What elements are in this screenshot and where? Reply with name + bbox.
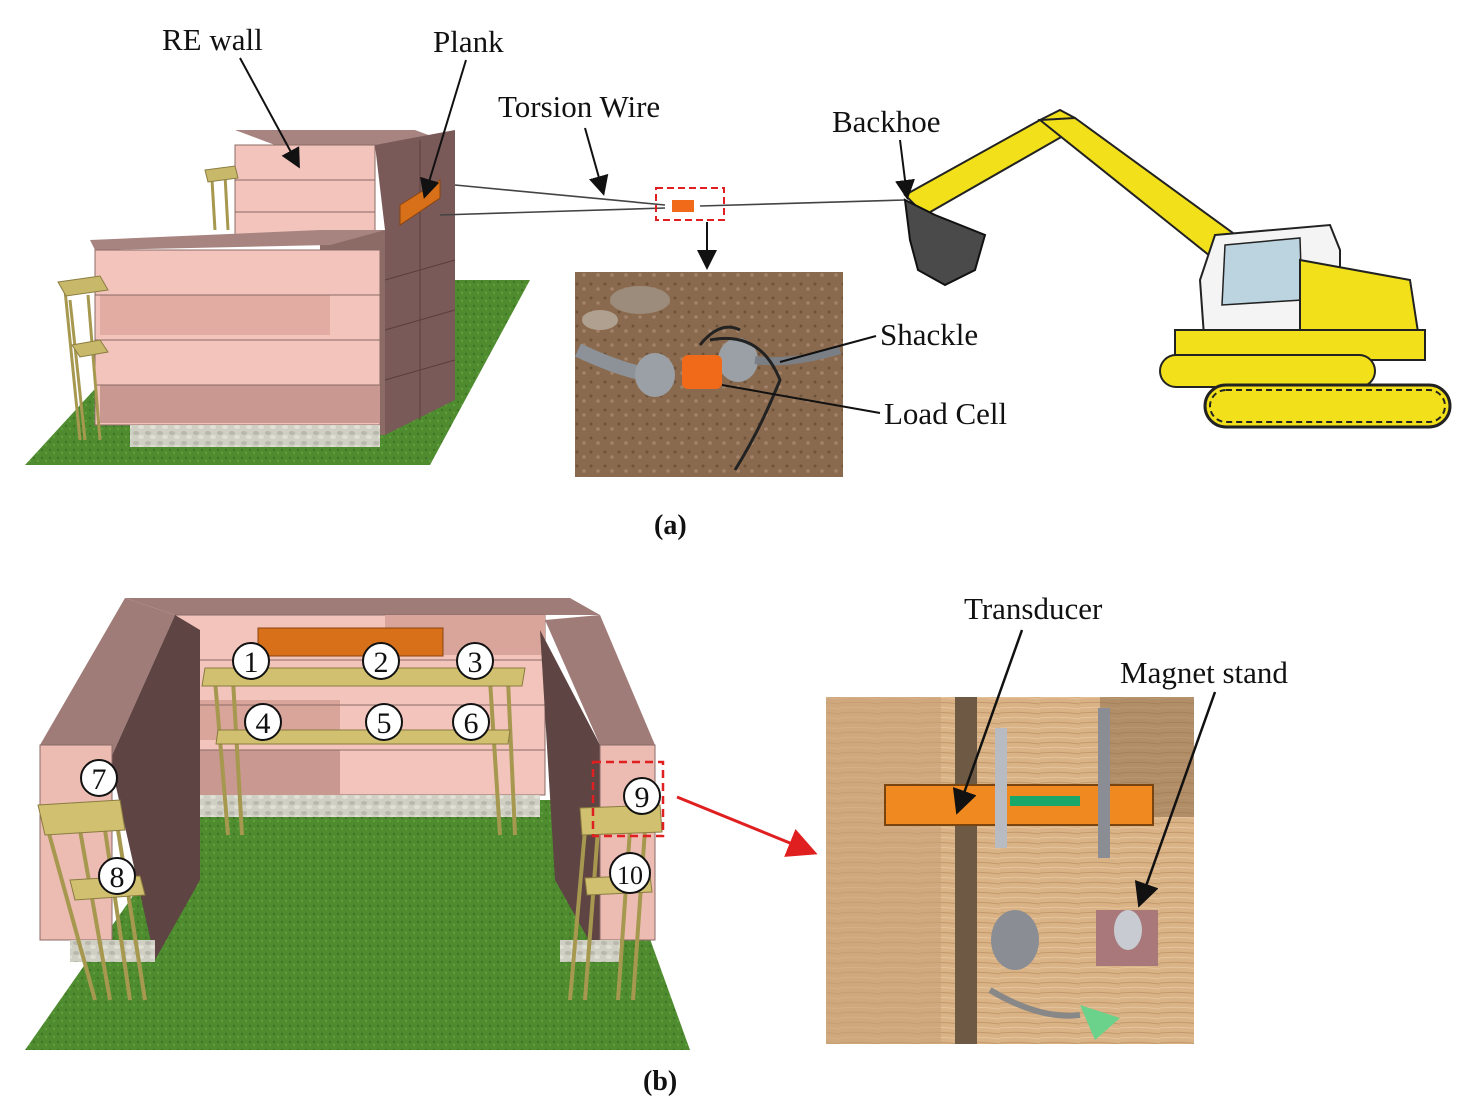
arrow-magnet-stand	[1134, 691, 1217, 908]
load-cell-small	[672, 200, 694, 212]
arrow-re-wall	[239, 57, 300, 169]
highlight-box-a	[655, 187, 725, 221]
caption-b: (b)	[643, 1066, 677, 1097]
label-re-wall: RE wall	[162, 22, 263, 57]
photo-shackle-loadcell	[574, 272, 843, 477]
arrow-to-photo-b	[676, 795, 818, 857]
label-transducer: Transducer	[964, 591, 1103, 626]
label-plank: Plank	[433, 24, 504, 59]
marker-4: 4	[244, 703, 282, 741]
svg-text:10: 10	[617, 861, 643, 890]
label-load-cell: Load Cell	[884, 396, 1007, 431]
arrow-transducer	[952, 629, 1024, 815]
marker-2: 2	[362, 642, 400, 680]
arrow-backhoe	[895, 139, 915, 200]
panel-b: 1 2 3 4 5 6 7 8 9 10 Transducer	[25, 591, 1288, 1097]
label-torsion-wire: Torsion Wire	[498, 89, 660, 124]
marker-10: 10	[609, 852, 651, 894]
highlight-box-b	[591, 760, 665, 838]
svg-text:7: 7	[92, 763, 107, 796]
arrow-plank	[420, 59, 467, 199]
scaffold-rear-b	[201, 667, 526, 836]
svg-text:4: 4	[256, 707, 271, 740]
re-wall-front	[90, 230, 385, 447]
svg-text:3: 3	[468, 646, 483, 679]
marker-9: 9	[623, 777, 661, 815]
photo-transducer	[826, 697, 1194, 1044]
re-wall-rear	[234, 130, 455, 241]
pointer-shackle	[779, 335, 877, 363]
scaffold-rear	[204, 165, 239, 231]
svg-text:2: 2	[374, 646, 389, 679]
label-backhoe: Backhoe	[832, 104, 940, 139]
svg-text:6: 6	[464, 707, 479, 740]
marker-6: 6	[452, 703, 490, 741]
left-wall	[39, 598, 200, 962]
marker-3: 3	[456, 642, 494, 680]
label-shackle: Shackle	[880, 317, 978, 352]
scaffold-left	[57, 275, 109, 441]
backhoe	[903, 108, 1452, 429]
svg-text:8: 8	[110, 861, 125, 894]
label-magnet-stand: Magnet stand	[1120, 655, 1288, 690]
rear-wall-top	[125, 598, 600, 615]
pointer-load-cell	[721, 384, 881, 414]
panel-a: RE wall Plank Torsion Wire Backhoe Shack…	[25, 22, 1452, 541]
svg-text:5: 5	[377, 707, 392, 740]
marker-5: 5	[365, 703, 403, 741]
torsion-wire	[439, 184, 906, 216]
marker-7: 7	[80, 759, 118, 797]
plank-b	[257, 627, 444, 657]
caption-a: (a)	[654, 510, 687, 541]
svg-text:1: 1	[244, 646, 259, 679]
arrow-torsion-wire	[584, 127, 609, 196]
marker-1: 1	[232, 642, 270, 680]
svg-text:9: 9	[635, 781, 650, 814]
marker-8: 8	[98, 857, 136, 895]
